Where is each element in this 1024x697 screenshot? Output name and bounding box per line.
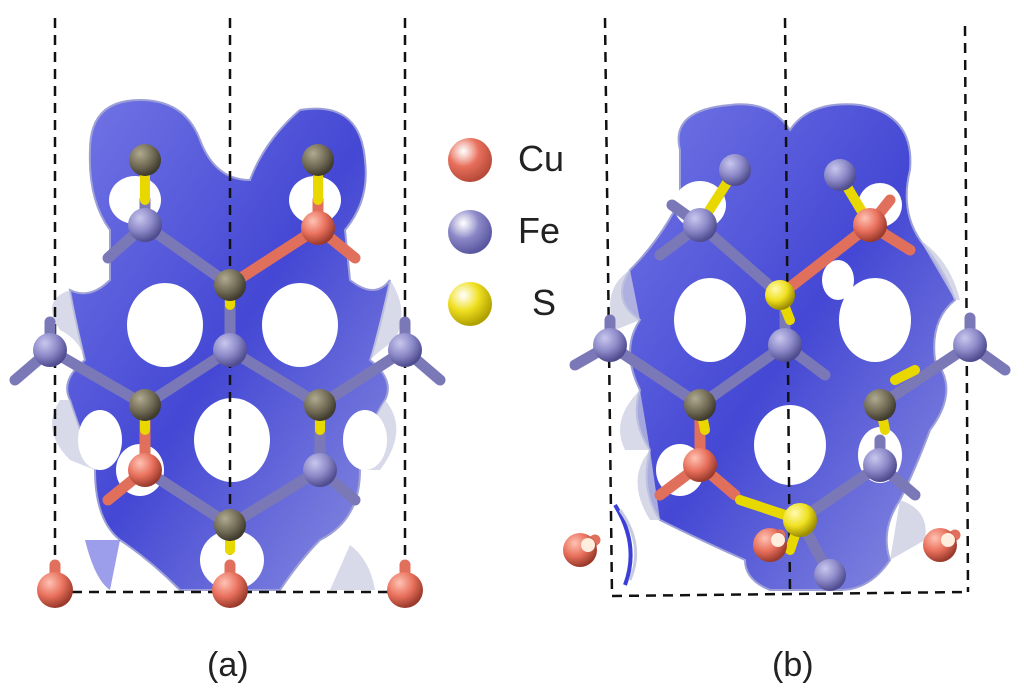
panel-b-atoms: [563, 154, 987, 591]
panel-b-structure: [563, 17, 1011, 598]
legend-sphere-cu: [448, 138, 492, 182]
panel-a-structure: [9, 18, 446, 608]
legend-label-fe: Fe: [518, 210, 561, 251]
legend: [448, 138, 492, 326]
legend-label-s: S: [532, 282, 557, 323]
panel-a-atoms: [33, 144, 423, 608]
panel-label-a: (a): [207, 646, 249, 684]
panel-label-b: (b): [772, 646, 814, 684]
legend-sphere-s: [448, 282, 492, 326]
legend-label-cu: Cu: [518, 138, 565, 179]
legend-sphere-fe: [448, 210, 492, 254]
